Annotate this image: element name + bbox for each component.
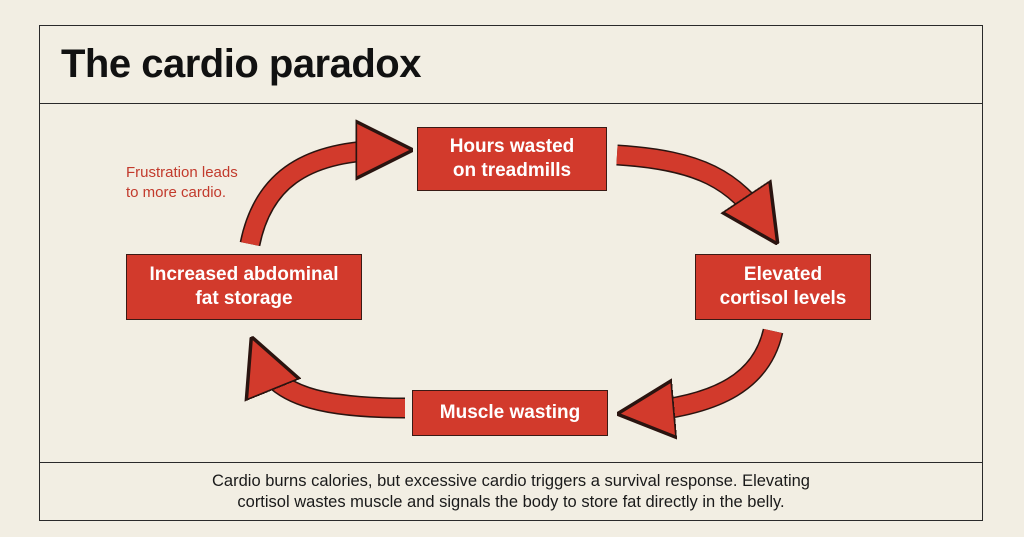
step-elevated-cortisol: Elevated cortisol levels [695, 254, 871, 320]
caption-bar: Cardio burns calories, but excessive car… [40, 462, 982, 520]
arrow-cortisol-to-muscle [640, 328, 782, 412]
step-label: Hours wasted on treadmills [449, 136, 575, 181]
arrow-hours-to-cortisol [616, 146, 765, 225]
step-hours-on-treadmills: Hours wasted on treadmills [417, 127, 607, 191]
step-label: Elevated cortisol levels [719, 264, 847, 309]
arrow-fat-to-hours [241, 150, 390, 246]
step-label: Increased abdominal fat storage [149, 264, 339, 309]
page-title: The cardio paradox [61, 42, 421, 86]
frustration-annotation: Frustration leads to more cardio. [126, 164, 238, 201]
diagram-frame: The cardio paradox Cardio burns calories… [39, 25, 983, 521]
caption-text: Cardio burns calories, but excessive car… [40, 471, 982, 513]
caption-line-1: Cardio burns calories, but excessive car… [212, 472, 810, 490]
step-label: Muscle wasting [439, 402, 581, 423]
step-abdominal-fat-storage: Increased abdominal fat storage [126, 254, 362, 320]
step-muscle-wasting: Muscle wasting [412, 390, 608, 436]
caption-line-2: cortisol wastes muscle and signals the b… [237, 493, 785, 511]
title-bar: The cardio paradox [40, 26, 982, 104]
arrow-muscle-to-fat [260, 358, 406, 417]
